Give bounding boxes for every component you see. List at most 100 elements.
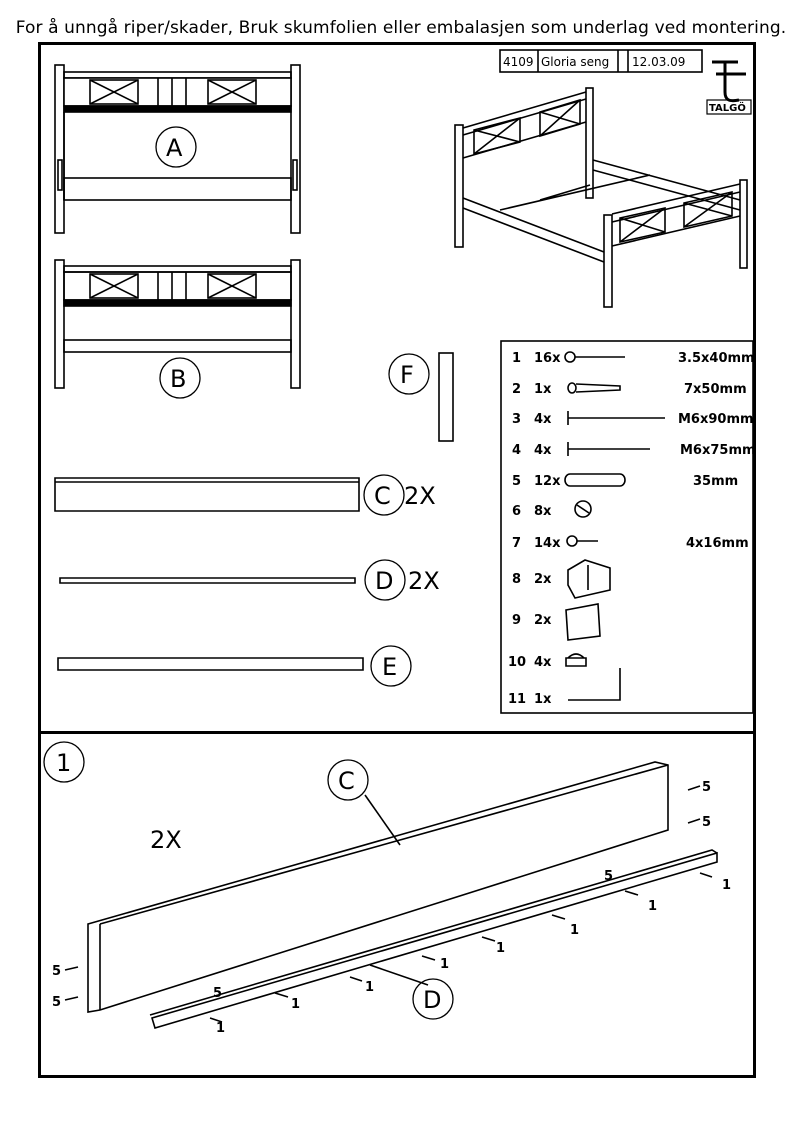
dowel-icon [687,785,701,791]
screw-icon [566,535,598,547]
callout-dowel: 5 [52,995,61,1010]
screw-icon [274,992,289,998]
hw-qty: 16x [534,351,561,366]
hw-num: 2 [512,382,521,397]
hw-size: 3.5x40mm [678,351,755,366]
callout-screw: 1 [440,957,449,972]
callout-screw: 1 [365,980,374,995]
label-c: C [374,482,391,510]
callout-screw: 1 [496,941,505,956]
hw-size: 7x50mm [684,382,747,397]
hw-num: 6 [512,504,521,519]
instruction-frame [38,42,756,1078]
screw-icon [624,890,639,896]
brand-name: TALGÖ [709,100,746,114]
screw-icon [564,351,625,363]
screw-icon [421,955,436,961]
label-b: B [170,365,186,393]
dowel-icon [564,473,626,487]
title-block [499,49,703,73]
title-number: 4109 [503,55,534,69]
label-a: A [166,134,183,162]
callout-screw: 1 [648,899,657,914]
step-number-circle [43,741,85,783]
step-1-drawing [64,761,718,1029]
label-f: F [400,361,414,389]
hw-num: 5 [512,474,521,489]
part-f [438,352,454,442]
hw-num: 4 [512,443,521,458]
hw-qty: 12x [534,474,561,489]
panel-a [54,64,301,234]
hw-size: M6x90mm [678,412,754,427]
dowel-icon [64,996,79,1001]
dowel-icon [64,966,79,971]
label-d-multiplier: 2X [408,567,440,595]
hw-num: 10 [508,655,526,670]
screw-icon [551,914,566,920]
title-date: 12.03.09 [632,55,685,69]
screw-icon [699,872,713,878]
hw-size: 35mm [693,474,738,489]
talgo-logo [706,60,752,115]
callout-dowel: 5 [604,869,613,884]
hw-num: 9 [512,613,521,628]
bracket-icon [567,559,611,599]
hw-num: 8 [512,572,521,587]
hw-qty: 4x [534,443,552,458]
hw-qty: 2x [534,613,552,628]
step-label-c: C [338,767,355,795]
callout-dowel: 5 [702,815,711,830]
panel-b [54,259,301,389]
hw-num: 3 [512,412,521,427]
label-circle-e [370,645,412,687]
hw-qty: 4x [534,412,552,427]
callout-screw: 1 [216,1021,225,1036]
hw-qty: 14x [534,536,561,551]
callout-dowel: 5 [52,964,61,979]
bolt-icon [567,442,650,456]
label-circle-a [155,126,197,168]
callout-dowel: 5 [213,986,222,1001]
hw-size: M6x75mm [680,443,756,458]
step-multiplier: 2X [150,826,182,854]
title-name: Gloria seng [541,55,609,69]
callout-screw: 1 [291,997,300,1012]
dowel-icon [687,818,701,824]
hw-qty: 8x [534,504,552,519]
hw-num: 11 [508,692,526,707]
hw-num: 1 [512,351,521,366]
step-number: 1 [56,749,71,777]
hw-qty: 2x [534,572,552,587]
part-e [57,657,364,671]
label-c-multiplier: 2X [404,482,436,510]
hw-qty: 1x [534,382,552,397]
step-label-d: D [423,986,441,1014]
hw-qty: 4x [534,655,552,670]
screw-icon [567,382,621,394]
label-circle-f [388,353,430,395]
label-e: E [382,653,397,681]
allen-key-icon [568,668,621,701]
screw-icon [209,1017,223,1023]
plate-icon [565,603,601,641]
step-c-circle [327,759,369,801]
callout-screw: 1 [570,923,579,938]
hw-size: 4x16mm [686,536,749,551]
hardware-list [500,340,754,714]
part-c [54,477,360,512]
bolt-icon [567,411,665,425]
callout-dowel: 5 [702,780,711,795]
cam-nut-icon [574,500,592,518]
label-circle-d [364,559,406,601]
screw-icon [481,936,496,942]
hw-qty: 1x [534,692,552,707]
label-circle-c [363,474,405,516]
label-circle-b [159,357,201,399]
cap-icon [565,653,587,667]
step-d-circle [412,978,454,1020]
callout-screw: 1 [722,878,731,893]
assembled-bed [454,87,748,308]
part-d [59,577,356,584]
section-divider [38,731,756,734]
